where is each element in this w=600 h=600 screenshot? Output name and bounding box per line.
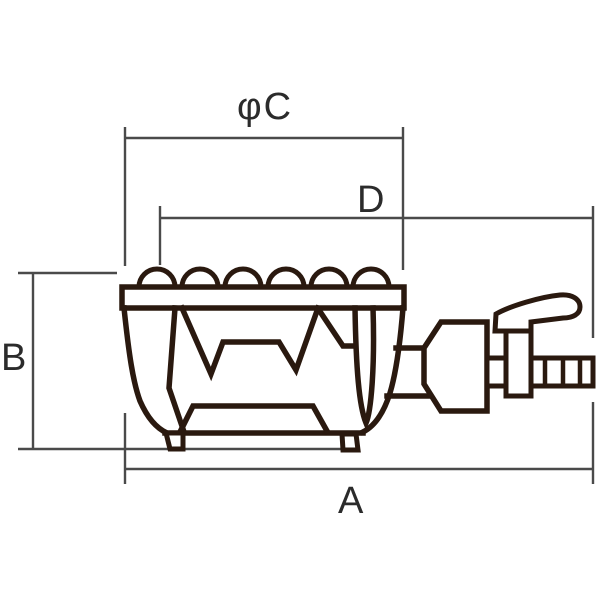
label-d: D (357, 179, 386, 221)
venturi-notch (315, 306, 358, 349)
outer-right-wall (359, 305, 406, 436)
inner-left-wall (166, 305, 187, 433)
grate-bumps (136, 266, 392, 290)
outer-left-wall (120, 304, 171, 437)
valve-stem (503, 325, 534, 399)
label-b: B (1, 337, 28, 379)
drip-pan (177, 403, 331, 435)
foot-right (339, 431, 361, 453)
hose-barb (484, 355, 596, 389)
label-a: A (338, 480, 365, 522)
foot-left (162, 430, 186, 452)
valve-handle (492, 292, 583, 334)
dimension-labels: φC D B A (1, 86, 386, 522)
burner-body (119, 266, 407, 453)
valve-assembly (384, 292, 596, 414)
inner-right-wall (352, 305, 377, 430)
label-phi-c: φC (237, 86, 293, 128)
flame-spreader-zigzag (178, 304, 322, 382)
valve-body (421, 319, 490, 414)
burner-rim (119, 284, 407, 311)
hose-barb-ribs (542, 358, 583, 386)
